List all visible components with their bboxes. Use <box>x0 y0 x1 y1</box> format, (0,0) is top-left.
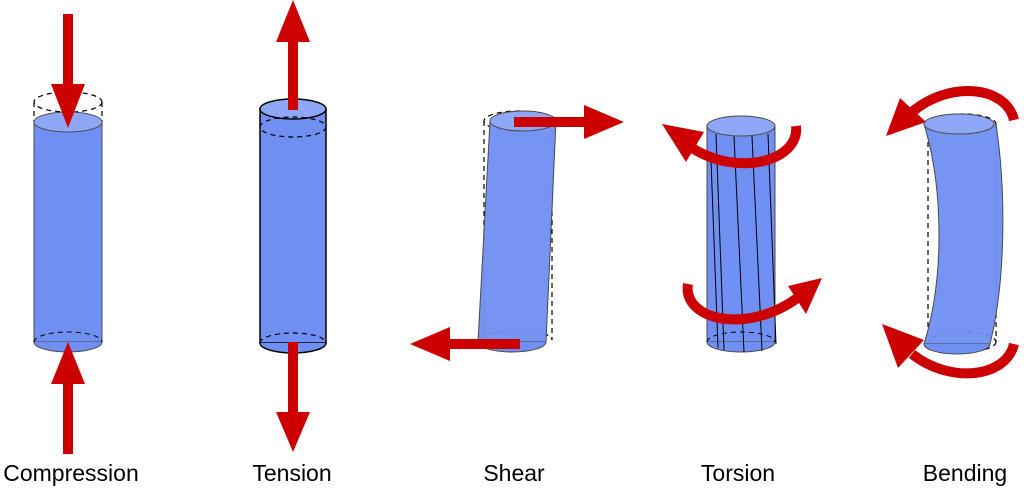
shear-cylinder <box>477 110 557 353</box>
compression-arrow-top <box>51 14 85 128</box>
bending-panel <box>882 86 1019 379</box>
caption-tension: Tension <box>252 460 332 486</box>
bending-cylinder <box>923 113 1004 355</box>
compression-cylinder <box>33 111 103 353</box>
tension-arrow-top <box>276 0 310 110</box>
torsion-panel <box>662 115 822 353</box>
torsion-arrow-bottom <box>682 278 822 325</box>
tension-arrow-bottom <box>276 342 310 452</box>
torsion-arrow-top <box>662 124 802 169</box>
compression-panel <box>33 14 103 454</box>
bending-arrow-bottom <box>882 324 1019 379</box>
shear-arrow-bottom <box>410 327 520 361</box>
bending-arrow-top <box>886 86 1019 136</box>
tension-panel <box>259 0 327 452</box>
caption-compression: Compression <box>3 460 139 486</box>
shear-arrow-top <box>514 105 624 139</box>
caption-torsion: Torsion <box>700 460 776 486</box>
tension-original-outline <box>259 116 327 344</box>
shear-panel <box>410 105 624 361</box>
caption-shear: Shear <box>483 460 545 486</box>
compression-arrow-bottom <box>51 342 85 454</box>
caption-bending: Bending <box>922 460 1008 486</box>
